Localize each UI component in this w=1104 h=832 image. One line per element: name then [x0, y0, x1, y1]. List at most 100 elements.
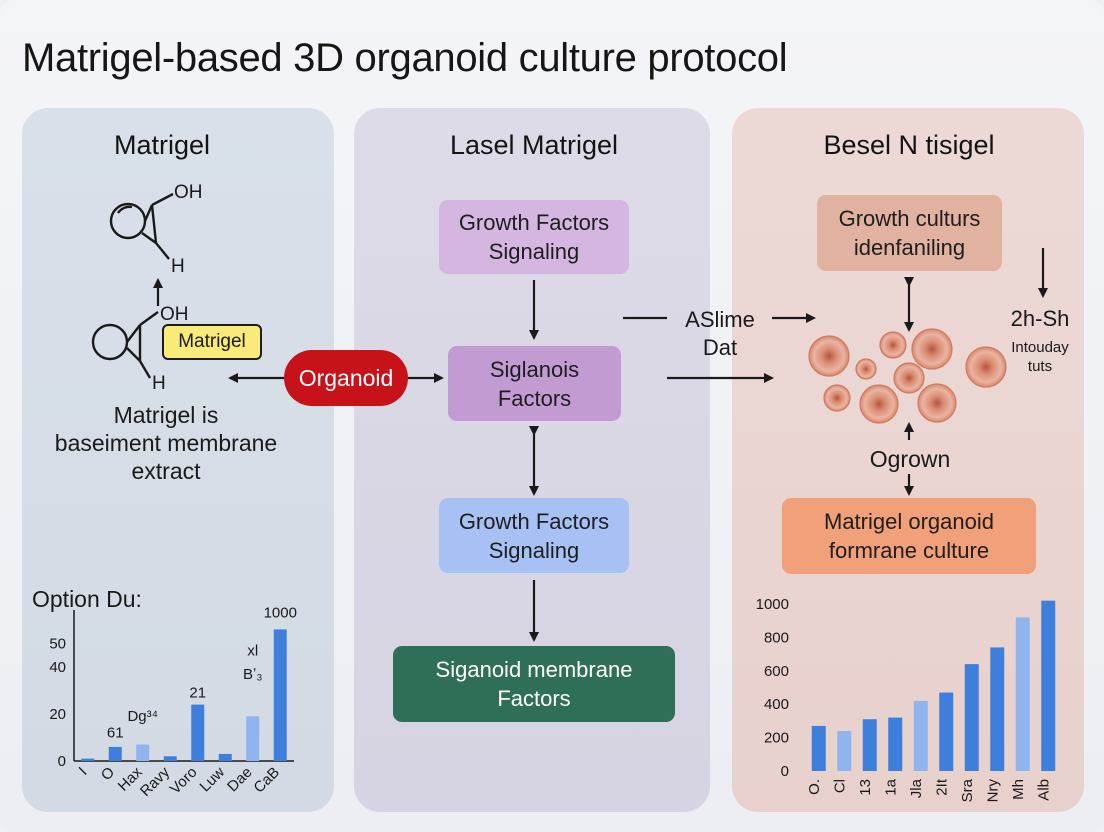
bar [1041, 600, 1056, 771]
data-label: Dg³⁴ [127, 708, 158, 725]
x-tick-label: 1a [882, 778, 899, 795]
description-line: baseiment membrane [54, 430, 278, 456]
matrigel-description: Matrigel is baseiment membrane extract [55, 401, 277, 485]
box-matrigel-organoid-culture: Matrigel organoid formrane culture [782, 498, 1036, 574]
organoid-cell [855, 358, 877, 380]
organoid-cell [808, 335, 850, 377]
organoid-cell [893, 362, 925, 394]
y-tick-label: 200 [764, 730, 789, 747]
organoid-cell [823, 384, 851, 412]
flow-label: ASlime Dat [685, 306, 755, 362]
bar [108, 746, 122, 761]
molecule-label-h-top: H [171, 256, 185, 277]
molecule-structure-top [109, 192, 174, 260]
organoid-cell [911, 328, 953, 370]
flow-label-line: ASlime [685, 307, 755, 332]
y-tick-label: 0 [781, 763, 789, 780]
x-tick-label: Alb [1035, 779, 1052, 801]
box-line: Matrigel organoid [824, 509, 994, 534]
box-line: idenfaniling [853, 235, 966, 260]
description-line: extract [131, 458, 201, 484]
box-line: formrane culture [828, 538, 990, 563]
bar [1015, 617, 1030, 771]
organoid-cell [965, 346, 1007, 388]
box-line: Growth Factors [458, 508, 610, 534]
box-line: Siganoid membrane [435, 657, 633, 682]
bar [862, 719, 877, 771]
bar [913, 700, 928, 771]
data-label: xl [247, 642, 258, 659]
x-tick-label: Sra [959, 778, 976, 802]
data-label: 21 [189, 685, 206, 702]
panel-heading-middle: Lasel Matrigel [449, 130, 619, 160]
data-label: Bʼ₃ [243, 666, 262, 683]
page-title: Matrigel-based 3D organoid culture proto… [22, 36, 788, 80]
bar [163, 756, 177, 761]
y-tick-label: 1000 [756, 596, 789, 613]
organoid-cell [917, 383, 957, 423]
grown-label: Ogrown [869, 446, 951, 472]
data-label: 61 [107, 725, 124, 742]
box-line: Signaling [488, 537, 580, 563]
bar [136, 744, 150, 761]
box-line: Growth culturs [838, 206, 981, 231]
bar [837, 730, 852, 771]
organoid-cell [859, 384, 899, 424]
molecule-label-oh-top: OH [174, 182, 203, 203]
description-line: Matrigel is [113, 402, 219, 428]
y-tick-label: 600 [764, 663, 789, 680]
molecule-label-oh-bottom: OH [160, 304, 189, 325]
data-label: 1000 [264, 605, 297, 622]
bar [939, 692, 954, 771]
y-tick-label: 800 [764, 629, 789, 646]
x-tick-label: 13 [857, 779, 874, 796]
bar [218, 753, 232, 761]
x-tick-label: Mh [1010, 779, 1027, 800]
box-line: Factors [497, 385, 572, 411]
side-time-label: 2h-Sh [1010, 306, 1070, 331]
x-tick-label: Jla [908, 778, 925, 798]
matrigel-tag: Matrigel [162, 324, 262, 360]
x-tick-label: O. [806, 779, 823, 795]
bar [811, 725, 826, 771]
box-line: Siglanois [489, 356, 580, 382]
panel-heading-left: Matrigel [113, 130, 211, 160]
molecule-structure-bottom [91, 311, 159, 379]
organoid-cell-cluster [808, 328, 1007, 424]
x-tick-label: Nry [984, 779, 1001, 803]
side-note-line: tuts [1027, 358, 1053, 375]
bar [964, 664, 979, 771]
y-tick-label: 400 [764, 696, 789, 713]
molecule-label-h-bottom: H [152, 373, 166, 394]
box-line: Growth Factors [458, 210, 610, 235]
bar [191, 704, 205, 761]
bar [990, 647, 1005, 771]
box-growth-culturs: Growth culturs idenfaniling [817, 195, 1002, 271]
x-tick-label: Cl [831, 779, 848, 793]
bar [81, 758, 95, 761]
flow-label-line: Dat [702, 335, 738, 360]
y-tick-label: 20 [49, 706, 66, 723]
panel-heading-right: Besel N tisigel [823, 130, 995, 160]
chart-left-title: Option Du: [32, 586, 142, 612]
y-tick-label: 50 [49, 636, 66, 653]
bar [246, 716, 260, 761]
y-tick-label: 40 [49, 659, 66, 676]
side-note-line: Intouday [1011, 339, 1069, 356]
y-tick-label: 0 [58, 753, 66, 770]
box-line: Signaling [488, 239, 580, 264]
organoid-pill: Organoid [284, 350, 408, 406]
bar [888, 717, 903, 771]
x-tick-label: 2It [933, 778, 950, 796]
side-note: Intouday tuts [1011, 338, 1069, 376]
box-line: Factors [497, 686, 571, 711]
bar [273, 629, 287, 761]
